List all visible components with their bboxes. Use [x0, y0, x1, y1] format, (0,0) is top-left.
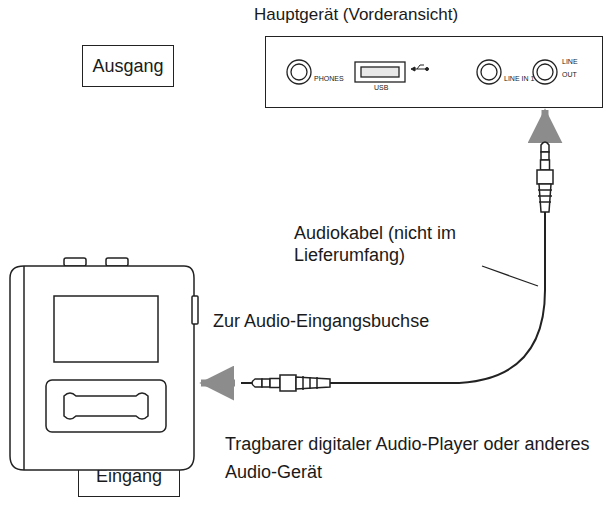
leader-line — [482, 266, 538, 286]
jack-sockets — [265, 36, 603, 108]
audio-plug — [252, 375, 330, 391]
node-label: Ausgang — [92, 56, 163, 77]
portable-player: Tragbarer digitaler Audio-Player oder an… — [6, 256, 199, 474]
main-unit-panel: Hauptgerät (Vorderansicht)PHONESUSBLINE … — [265, 36, 603, 108]
player-outline — [6, 256, 199, 474]
cable-label: Audiokabel (nicht im Lieferumfang) — [294, 222, 494, 266]
audio-cable — [201, 110, 545, 383]
output-label-box: Ausgang — [82, 45, 174, 87]
unit-heading: Hauptgerät (Vorderansicht) — [254, 5, 458, 25]
connector-label: Zur Audio-Eingangsbuchse — [213, 310, 429, 332]
audio-plug — [537, 142, 553, 212]
jack-label: PHONES — [314, 75, 344, 82]
jack-label: LINE OUT — [562, 55, 584, 81]
device-caption: Tragbarer digitaler Audio-Player oder an… — [225, 430, 595, 486]
jack-label: USB — [374, 84, 388, 91]
jack-label: LINE IN 1 — [504, 75, 534, 82]
